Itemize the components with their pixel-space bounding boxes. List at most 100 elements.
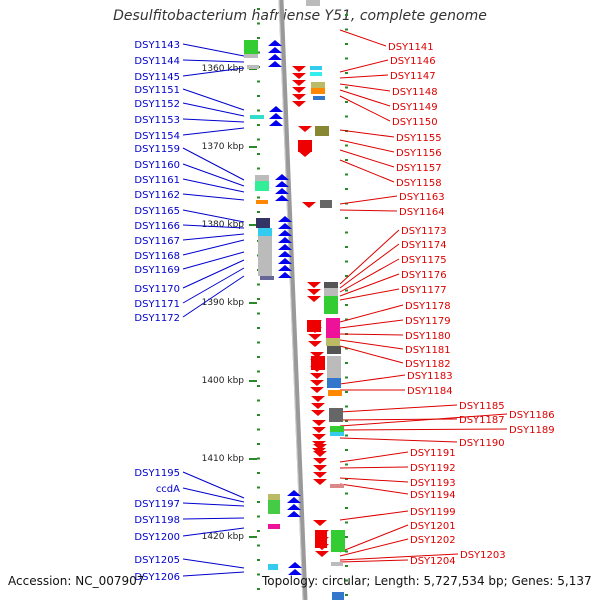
reverse-gene-arrow bbox=[312, 420, 326, 426]
reverse-gene-block bbox=[298, 140, 312, 152]
right-gene-label: DSY1182 bbox=[405, 359, 451, 370]
scale-dot bbox=[345, 405, 348, 408]
scale-dot bbox=[257, 443, 260, 445]
scale-dot bbox=[345, 420, 348, 422]
scale-dot bbox=[345, 188, 348, 190]
scale-dot bbox=[345, 101, 348, 103]
reverse-gene-block bbox=[329, 408, 343, 422]
right-gene-label: DSY1179 bbox=[405, 316, 451, 327]
scale-dot bbox=[345, 318, 348, 321]
forward-gene-block bbox=[268, 494, 280, 500]
right-gene-label: DSY1146 bbox=[390, 56, 436, 67]
left-label-leader bbox=[182, 127, 245, 136]
right-gene-label: DSY1187 bbox=[459, 415, 505, 426]
left-label-leader bbox=[182, 163, 245, 187]
scale-dot bbox=[257, 588, 260, 590]
scale-dot bbox=[345, 144, 348, 147]
scale-dot bbox=[345, 304, 348, 306]
forward-gene-arrow bbox=[278, 237, 292, 243]
scale-dot bbox=[257, 559, 260, 561]
reverse-gene-arrow bbox=[292, 87, 306, 93]
right-gene-label: DSY1163 bbox=[399, 192, 445, 203]
forward-gene-arrow bbox=[278, 223, 292, 229]
right-gene-label: DSY1180 bbox=[405, 331, 451, 342]
right-label-leader bbox=[339, 95, 391, 122]
left-gene-label: DSY1159 bbox=[134, 144, 180, 155]
reverse-gene-arrow bbox=[292, 101, 306, 107]
reverse-gene-arrow bbox=[307, 282, 321, 288]
forward-gene-arrow bbox=[287, 490, 301, 496]
reverse-gene-arrow bbox=[313, 465, 327, 471]
right-label-leader bbox=[339, 524, 409, 553]
right-gene-label: DSY1164 bbox=[399, 207, 445, 218]
forward-gene-arrow bbox=[278, 272, 292, 278]
right-gene-label: DSY1185 bbox=[459, 401, 505, 412]
right-gene-label: DSY1202 bbox=[410, 535, 456, 546]
kbp-tick-mark bbox=[249, 536, 257, 538]
forward-gene-arrow bbox=[269, 106, 283, 112]
right-gene-label: DSY1148 bbox=[392, 87, 438, 98]
kbp-tick-label: 1420 kbp bbox=[202, 532, 245, 542]
scale-dot bbox=[345, 289, 348, 292]
right-label-leader bbox=[339, 89, 391, 107]
left-gene-label: DSY1200 bbox=[134, 532, 180, 543]
scale-dot bbox=[345, 72, 348, 74]
right-label-leader bbox=[339, 483, 409, 495]
right-gene-label: DSY1158 bbox=[396, 178, 442, 189]
scale-dot bbox=[345, 173, 348, 176]
scale-dot bbox=[257, 385, 260, 387]
left-label-leader bbox=[182, 59, 245, 63]
reverse-gene-arrow bbox=[310, 380, 324, 386]
scale-dot bbox=[257, 327, 260, 329]
forward-gene-block bbox=[244, 40, 258, 54]
right-gene-label: DSY1175 bbox=[401, 255, 447, 266]
reverse-gene-block bbox=[315, 126, 329, 136]
right-label-leader bbox=[339, 466, 409, 469]
forward-gene-arrow bbox=[278, 216, 292, 222]
left-gene-label: DSY1197 bbox=[134, 499, 180, 510]
scale-dot bbox=[345, 246, 348, 248]
scale-dot bbox=[345, 231, 348, 234]
scale-dot bbox=[345, 86, 348, 89]
right-label-leader bbox=[339, 288, 400, 301]
right-gene-label: DSY1201 bbox=[410, 521, 456, 532]
forward-gene-block bbox=[258, 228, 272, 236]
right-gene-label: DSY1191 bbox=[410, 448, 456, 459]
reverse-gene-block bbox=[311, 88, 325, 94]
forward-gene-arrow bbox=[275, 195, 289, 201]
scale-dot bbox=[257, 544, 260, 547]
scale-dot bbox=[345, 260, 348, 263]
left-label-leader bbox=[182, 502, 245, 507]
right-label-leader bbox=[339, 437, 458, 443]
left-gene-label: DSY1144 bbox=[134, 56, 180, 67]
scale-dot bbox=[345, 159, 348, 161]
left-gene-label: DSY1167 bbox=[134, 236, 180, 247]
scale-dot bbox=[257, 153, 260, 155]
reverse-gene-block bbox=[324, 296, 338, 314]
right-label-leader bbox=[339, 510, 409, 521]
scale-dot bbox=[345, 347, 348, 350]
right-label-leader bbox=[339, 159, 395, 183]
scale-dot bbox=[257, 341, 260, 344]
forward-gene-block bbox=[268, 564, 278, 570]
scale-dot bbox=[345, 115, 348, 118]
forward-gene-block bbox=[255, 181, 269, 191]
scale-dot bbox=[257, 109, 260, 112]
right-label-leader bbox=[339, 374, 406, 385]
reverse-gene-block bbox=[324, 282, 338, 288]
scale-dot bbox=[345, 57, 348, 60]
topology-text: Topology: circular; Length: 5,727,534 bp… bbox=[262, 574, 592, 588]
reverse-gene-arrow bbox=[308, 334, 322, 340]
genome-title: Desulfitobacterium hafniense Y51, comple… bbox=[113, 8, 487, 24]
forward-gene-arrow bbox=[278, 230, 292, 236]
reverse-gene-arrow bbox=[313, 472, 327, 478]
reverse-gene-arrow bbox=[313, 458, 327, 464]
reverse-gene-block bbox=[331, 562, 343, 566]
scale-dot bbox=[257, 501, 260, 503]
reverse-gene-block bbox=[311, 356, 325, 370]
scale-dot bbox=[345, 536, 348, 538]
left-gene-label: DSY1195 bbox=[134, 468, 180, 479]
kbp-tick-mark bbox=[249, 146, 257, 148]
left-gene-label: DSY1153 bbox=[134, 115, 180, 126]
forward-gene-arrow bbox=[275, 181, 289, 187]
